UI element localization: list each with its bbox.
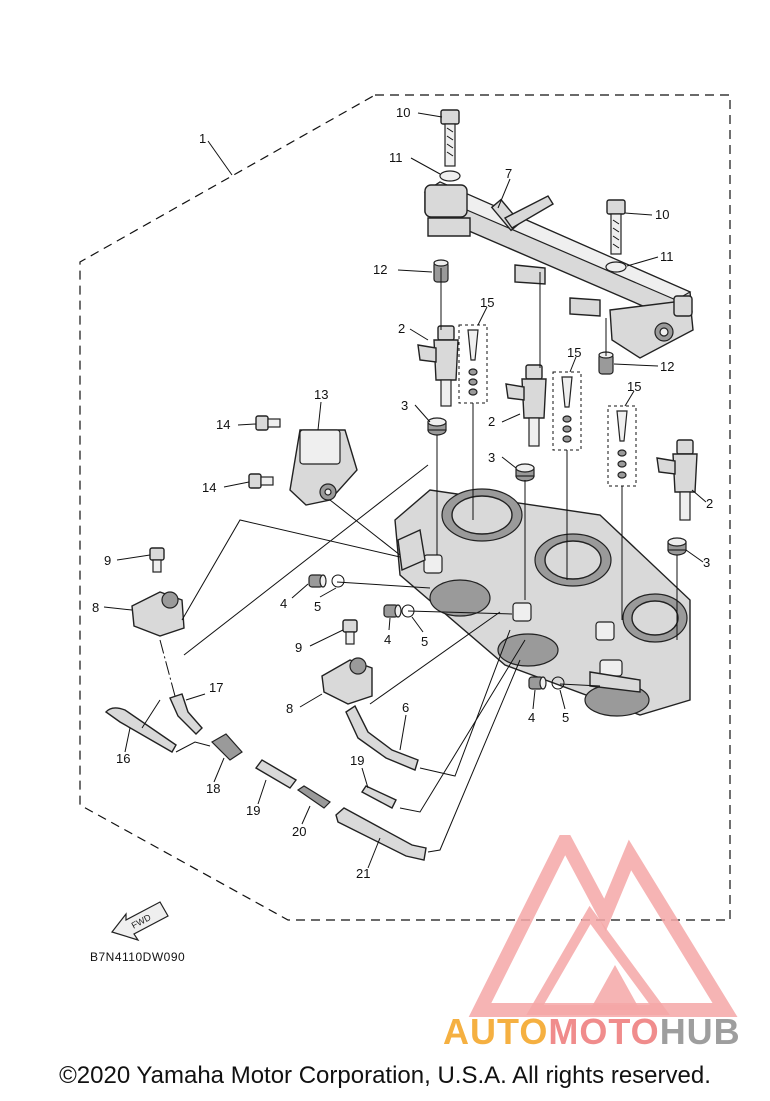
hose-21: [335, 807, 427, 861]
sensor-8-b: [321, 657, 373, 705]
callout-8b: 8: [286, 701, 293, 716]
callout-2a: 2: [398, 321, 405, 336]
throttle-position-sensor-13: [289, 429, 358, 506]
fwd-arrow-icon: FWD: [110, 901, 169, 942]
callout-7: 7: [505, 166, 512, 181]
hose-17: [169, 693, 203, 735]
screw-14-a: [255, 415, 281, 431]
callout-19a: 19: [246, 803, 260, 818]
callout-12a: 12: [373, 262, 387, 277]
callout-4a: 4: [280, 596, 287, 611]
callout-2c: 2: [706, 496, 713, 511]
joint-20: [296, 785, 331, 809]
callout-18: 18: [206, 781, 220, 796]
injector-2-c: [656, 439, 698, 521]
seal-3-b: [515, 463, 535, 482]
wordmark-auto: AUTO: [443, 1011, 549, 1052]
callout-15a: 15: [480, 295, 494, 310]
fuel-rail: [423, 181, 694, 359]
diagram-code: B7N4110DW090: [90, 950, 186, 964]
callout-8a: 8: [92, 600, 99, 615]
connection-lines: [141, 268, 678, 853]
throttle-body: [394, 488, 691, 717]
wordmark-moto: MOTO: [548, 1011, 660, 1052]
callout-3a: 3: [401, 398, 408, 413]
automotohub-logo-icon: [468, 835, 738, 1017]
callout-14b: 14: [202, 480, 216, 495]
callout-leaders: [103, 112, 707, 869]
wordmark-hub: HUB: [659, 1011, 741, 1052]
callout-3c: 3: [703, 555, 710, 570]
callout-5b: 5: [421, 634, 428, 649]
screw-9-b: [342, 619, 358, 645]
callout-labels: 1 10 11 7 10 11 12 15 2 15 12 15 13 3 2 …: [92, 105, 713, 881]
clamp-5-c: [551, 676, 565, 690]
oring-kit-15-c: [607, 405, 637, 487]
assembly-boundary: [79, 94, 731, 921]
callout-2b: 2: [488, 414, 495, 429]
hose-6: [345, 704, 419, 771]
oring-kit-15-b: [552, 371, 582, 451]
screw-14-b: [248, 473, 274, 489]
oring-kit-15-a: [458, 324, 488, 404]
bolt-10-b: [606, 199, 626, 255]
callout-15b: 15: [567, 345, 581, 360]
cap-4-c: [528, 676, 547, 690]
bolt-10-a: [440, 109, 460, 167]
callout-1: 1: [199, 131, 206, 146]
callout-20: 20: [292, 824, 306, 839]
callout-9a: 9: [104, 553, 111, 568]
callout-10a: 10: [396, 105, 410, 120]
seal-3-c: [667, 537, 687, 556]
screw-9-a: [149, 547, 165, 573]
callout-16: 16: [116, 751, 130, 766]
hose-19-a: [254, 759, 298, 789]
injector-2-b: [505, 364, 547, 447]
callout-4b: 4: [384, 632, 391, 647]
callout-3b: 3: [488, 450, 495, 465]
callout-17: 17: [209, 680, 223, 695]
callout-11a: 11: [389, 150, 403, 165]
callout-4c: 4: [528, 710, 535, 725]
callout-10b: 10: [655, 207, 669, 222]
joint-18: [211, 733, 243, 761]
hose-16: [104, 707, 177, 753]
callout-9b: 9: [295, 640, 302, 655]
washer-11-b: [605, 261, 627, 273]
callout-11b: 11: [660, 249, 674, 264]
cap-4-a: [308, 574, 327, 588]
callout-19b: 19: [350, 753, 364, 768]
sensor-8-a: [131, 591, 185, 637]
callout-5a: 5: [314, 599, 321, 614]
callout-14a: 14: [216, 417, 230, 432]
callout-6: 6: [402, 700, 409, 715]
seal-3-a: [427, 417, 447, 436]
hose-19-b: [360, 785, 397, 809]
callout-13: 13: [314, 387, 328, 402]
cap-4-b: [383, 604, 402, 618]
callout-5c: 5: [562, 710, 569, 725]
automotohub-wordmark: AUTOMOTOHUB: [443, 1011, 741, 1053]
callout-15c: 15: [627, 379, 641, 394]
copyright-notice: ©2020 Yamaha Motor Corporation, U.S.A. A…: [59, 1062, 711, 1089]
callout-12b: 12: [660, 359, 674, 374]
clamp-5-a: [331, 574, 345, 588]
washer-11-a: [439, 170, 461, 182]
injector-2-a: [417, 325, 459, 407]
callout-21: 21: [356, 866, 370, 881]
